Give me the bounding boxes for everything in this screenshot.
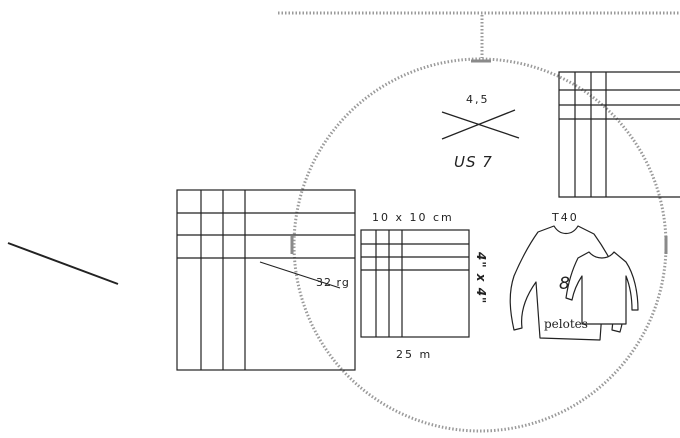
gauge-swatch-grid — [360, 229, 470, 338]
needle-size-us: US 7 — [454, 153, 493, 171]
yarn-weight-leader — [259, 261, 341, 289]
dial-circle — [292, 57, 668, 433]
garment-size-label: T40 — [551, 211, 579, 224]
diagonal-stroke — [7, 242, 119, 285]
yarn-length-label: 25 m — [396, 348, 432, 361]
ball-count: 8 — [559, 274, 570, 294]
ball-unit-label: pelotes — [544, 317, 588, 331]
gauge-imperial-label: 4" x 4" — [474, 251, 488, 304]
yarn-swatch-grid — [176, 189, 356, 371]
needles-cross-icon — [441, 109, 520, 140]
pattern-chart-grid — [558, 71, 680, 198]
yarn-weight-label: 32 rg — [316, 276, 350, 289]
sweater-icon — [509, 225, 639, 341]
needle-size-mm: 4,5 — [466, 93, 490, 106]
gauge-swatch-label: 10 x 10 cm — [372, 211, 454, 224]
